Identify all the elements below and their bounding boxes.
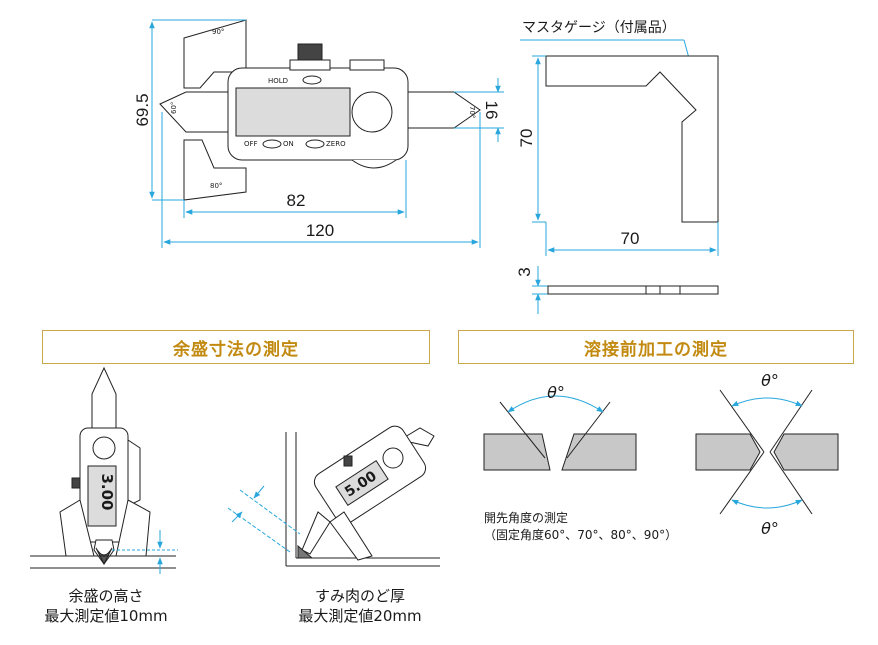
- example-reinforcement-height: [30, 366, 176, 569]
- v-groove-diagram: [483, 395, 637, 471]
- section-title-right: 溶接前加工の測定: [584, 339, 728, 360]
- theta-label-2: θ°: [761, 371, 779, 390]
- angle-80-label: 80°: [210, 182, 222, 190]
- groove-angle-note: 開先角度の測定 （固定角度60°、70°、80°、90°）: [484, 510, 704, 544]
- on-label: ON: [283, 140, 294, 148]
- off-label: OFF: [244, 140, 258, 148]
- groove-angle-note-line1: 開先角度の測定: [484, 511, 569, 525]
- dim-inner-width-label: 82: [287, 191, 306, 210]
- master-width-label: 70: [621, 229, 640, 248]
- angle-60-label: 60°: [170, 102, 178, 114]
- theta-label-1: θ°: [547, 383, 565, 402]
- master-gauge-plate: [545, 55, 719, 223]
- x-groove-diagram: [695, 389, 839, 515]
- master-height-label: 70: [517, 129, 536, 148]
- top-dimension-labels: 69.5 82 120 16: [133, 93, 501, 240]
- master-dimensions: [532, 55, 719, 314]
- hold-label: HOLD: [268, 77, 288, 85]
- gauge-labels: HOLD OFF ON ZERO 90° 80° 60° 70°: [170, 28, 476, 190]
- zero-label: ZERO: [326, 140, 346, 148]
- example-display-1: 3.00: [98, 473, 116, 510]
- section-header-right: 溶接前加工の測定: [458, 330, 854, 364]
- gauge-dial: [351, 91, 393, 133]
- master-gauge-title: マスタゲージ（付属品）: [520, 20, 691, 63]
- gauge-front-view: [159, 19, 481, 201]
- dim-height-label: 69.5: [133, 93, 152, 126]
- caption-throat-line1: すみ肉のど厚: [314, 587, 405, 605]
- caption-reinforcement-line1: 余盛の高さ: [68, 587, 144, 605]
- master-gauge-side-view: [547, 285, 719, 295]
- caption-throat-line2: 最大測定値20mm: [298, 607, 422, 625]
- section-header-left: 余盛寸法の測定: [42, 330, 430, 364]
- theta-label-3: θ°: [761, 519, 779, 538]
- master-gauge-title-text: マスタゲージ（付属品）: [522, 20, 676, 36]
- section-title-left: 余盛寸法の測定: [173, 339, 299, 360]
- top-dimensions: [149, 19, 504, 248]
- example-throat-thickness: [285, 425, 440, 567]
- dim-jaw-label: 16: [482, 101, 501, 120]
- gauge-display: [235, 87, 351, 137]
- groove-angle-note-line2: （固定角度60°、70°、80°、90°）: [484, 528, 678, 542]
- example-2-dims: [227, 485, 301, 553]
- master-thickness-label: 3: [515, 267, 534, 276]
- example-1-dims: [112, 530, 178, 574]
- caption-reinforcement-line2: 最大測定値10mm: [44, 607, 168, 625]
- caption-reinforcement: 余盛の高さ 最大測定値10mm: [14, 586, 198, 626]
- caption-throat: すみ肉のど厚 最大測定値20mm: [268, 586, 452, 626]
- angle-90-label: 90°: [212, 28, 224, 36]
- dim-total-width-label: 120: [306, 221, 334, 240]
- angle-70-label: 70°: [468, 106, 476, 118]
